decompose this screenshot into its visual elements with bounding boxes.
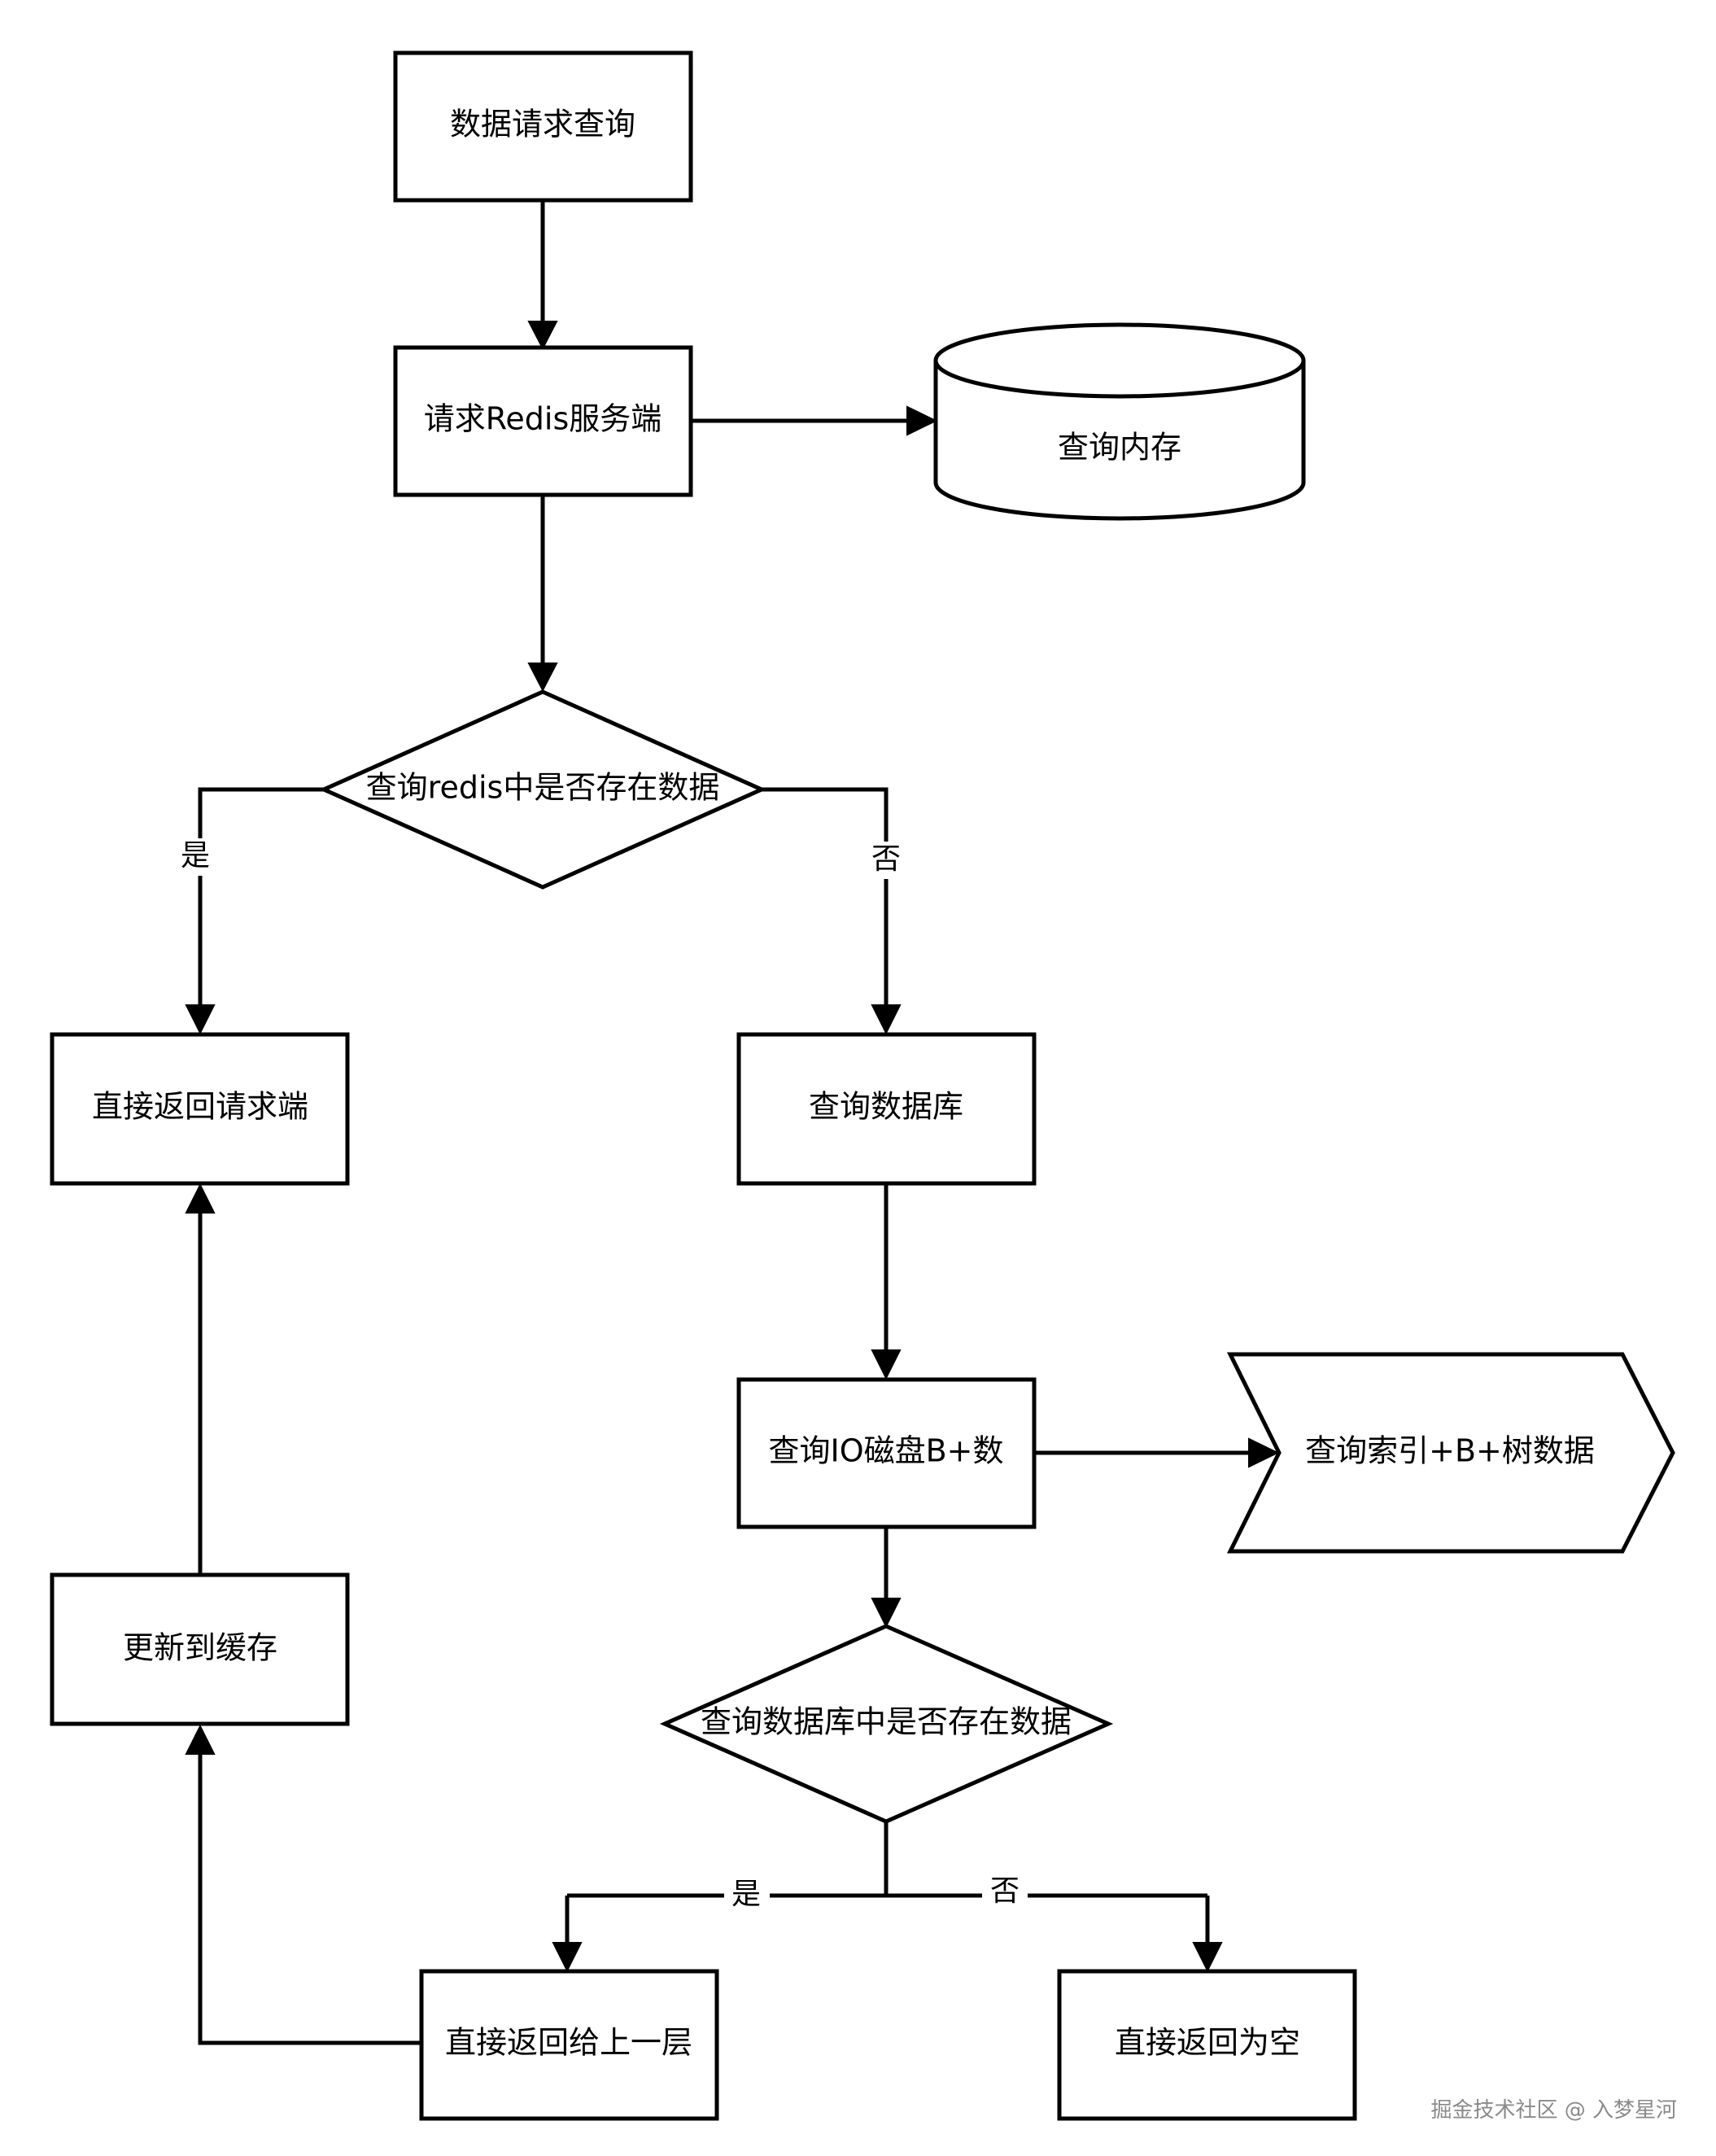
node-db-decision-label: 查询数据库中是否存在数据 — [701, 1704, 1072, 1740]
edge-redis-yes — [185, 787, 324, 1035]
edge-return-upper-to-update-cache — [185, 1724, 421, 2045]
node-memory-label: 查询内存 — [1058, 430, 1181, 466]
edge-db-no — [1192, 1896, 1223, 1973]
edge-label-db-yes: 是 — [731, 1878, 761, 1911]
watermark: 掘金技术社区 @ 入梦星河 — [1430, 2098, 1677, 2123]
node-update-cache[interactable]: 更新到缓存 — [50, 1572, 350, 1726]
edge-io-disk-to-db-decision — [871, 1527, 902, 1629]
node-index-tree-label: 查询索引+B+树数据 — [1305, 1433, 1595, 1469]
node-query-db[interactable]: 查询数据库 — [736, 1032, 1037, 1186]
edge-label-redis-no: 否 — [871, 842, 901, 876]
edge-query-db-to-io-disk — [871, 1183, 902, 1380]
node-return-client[interactable]: 直接返回请求端 — [50, 1032, 350, 1186]
node-io-disk-label: 查询IO磁盘B+数 — [768, 1433, 1003, 1469]
edge-update-cache-to-return-client — [185, 1183, 216, 1575]
node-io-disk[interactable]: 查询IO磁盘B+数 — [736, 1377, 1037, 1529]
node-redis-decision[interactable]: 查询redis中是否存在数据 — [318, 689, 767, 890]
edge-db-yes — [552, 1896, 583, 1973]
node-redis-decision-label: 查询redis中是否存在数据 — [366, 770, 720, 806]
edge-db-decision-split — [567, 1821, 1207, 1898]
node-return-upper[interactable]: 直接返回给上一层 — [419, 1969, 719, 2121]
node-memory[interactable]: 查询内存 — [933, 322, 1306, 521]
node-return-upper-label: 直接返回给上一层 — [445, 2025, 692, 2061]
edge-label-db-no: 否 — [990, 1874, 1020, 1908]
node-redis-server-label: 请求Redis服务端 — [424, 401, 662, 437]
edge-label-redis-yes: 是 — [181, 839, 210, 872]
edge-redis-server-to-memory — [691, 405, 938, 436]
edge-start-to-redis-server — [527, 200, 558, 351]
edge-redis-no — [762, 787, 902, 1035]
edge-io-disk-to-index-tree — [1034, 1437, 1280, 1468]
node-return-client-label: 直接返回请求端 — [92, 1089, 308, 1125]
node-return-empty[interactable]: 直接返回为空 — [1057, 1969, 1357, 2121]
edge-redis-server-to-decision — [527, 495, 558, 693]
node-return-empty-label: 直接返回为空 — [1115, 2025, 1300, 2061]
node-query-db-label: 查询数据库 — [809, 1089, 963, 1125]
node-update-cache-label: 更新到缓存 — [123, 1630, 277, 1666]
node-start-label: 数据请求查询 — [450, 107, 635, 142]
node-db-decision[interactable]: 查询数据库中是否存在数据 — [659, 1624, 1114, 1824]
node-index-tree[interactable]: 查询索引+B+树数据 — [1226, 1352, 1675, 1554]
node-start[interactable]: 数据请求查询 — [393, 50, 693, 203]
node-redis-server[interactable]: 请求Redis服务端 — [393, 345, 693, 497]
